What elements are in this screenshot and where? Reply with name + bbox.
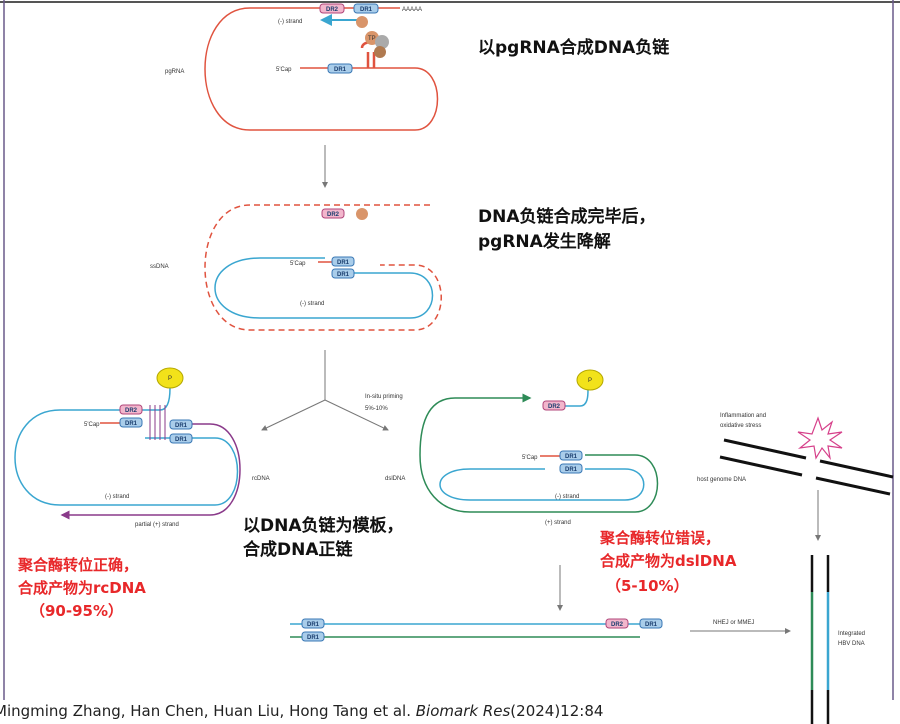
rh-icon [374, 46, 386, 58]
svg-text:(-) strand: (-) strand [555, 494, 579, 500]
frame [0, 0, 900, 700]
svg-text:聚合酶转位正确，: 聚合酶转位正确， [17, 556, 138, 574]
svg-text:rcDNA: rcDNA [252, 476, 270, 482]
svg-text:oxidative stress: oxidative stress [720, 423, 761, 429]
svg-text:（5-10%）: （5-10%） [606, 577, 689, 595]
svg-text:DR1: DR1 [360, 7, 373, 13]
burst-icon [797, 416, 843, 461]
svg-text:合成DNA正链: 合成DNA正链 [243, 539, 353, 560]
pgrna-structure: DR2 DR1 DR1 AAAAA 5'Cap pgRNA (-) strand… [165, 3, 439, 131]
dr2-box [319, 3, 345, 14]
svg-text:TP: TP [368, 36, 376, 42]
svg-text:5'Cap: 5'Cap [522, 455, 538, 461]
host-genome-integration: Inflammation and oxidative stress host g… [697, 413, 894, 724]
svg-text:DNA负链合成完毕后，: DNA负链合成完毕后， [478, 206, 656, 227]
svg-text:合成产物为dslDNA: 合成产物为dslDNA [599, 552, 737, 570]
svg-text:DR1: DR1 [565, 467, 578, 473]
svg-text:DR1: DR1 [175, 437, 188, 443]
svg-text:DR1: DR1 [307, 635, 320, 641]
svg-text:DR2: DR2 [326, 7, 339, 13]
svg-text:DR2: DR2 [548, 404, 561, 410]
svg-text:HBV DNA: HBV DNA [838, 641, 865, 647]
svg-text:partial (+) strand: partial (+) strand [135, 522, 179, 528]
rcdna-structure: DR2 DR1 DR1 DR1 P 5'Cap (-) strand parti… [14, 367, 270, 528]
svg-text:pgRNA发生降解: pgRNA发生降解 [478, 231, 611, 252]
svg-text:以DNA负链为模板，: 以DNA负链为模板， [243, 515, 404, 536]
svg-text:5%-10%: 5%-10% [365, 406, 388, 412]
polymerase-icon [375, 35, 389, 49]
citation: Mingming Zhang, Han Chen, Huan Liu, Hong… [0, 702, 603, 720]
svg-text:P: P [168, 376, 172, 382]
svg-text:DR1: DR1 [337, 260, 350, 266]
svg-text:5'Cap: 5'Cap [84, 422, 100, 428]
tp-protein [356, 16, 368, 28]
svg-text:(-) strand: (-) strand [278, 19, 302, 25]
svg-text:DR1: DR1 [175, 423, 188, 429]
dr1-box [327, 63, 353, 74]
svg-text:DR1: DR1 [337, 272, 350, 278]
svg-text:聚合酶转位错误，: 聚合酶转位错误， [599, 529, 720, 547]
svg-text:host genome DNA: host genome DNA [697, 477, 746, 483]
svg-text:DR1: DR1 [307, 622, 320, 628]
ssdna-structure: DR1 DR1 DR2 5'Cap ssDNA (-) strand [150, 204, 442, 331]
branch-arrows: In-situ priming 5%-10% [261, 350, 403, 431]
svg-text:pgRNA: pgRNA [165, 69, 184, 75]
svg-text:(+) strand: (+) strand [545, 520, 571, 526]
dr1-box [353, 3, 379, 14]
svg-text:DR2: DR2 [611, 622, 624, 628]
svg-text:DR1: DR1 [334, 67, 347, 73]
svg-text:合成产物为rcDNA: 合成产物为rcDNA [17, 579, 146, 597]
svg-text:ssDNA: ssDNA [150, 264, 169, 270]
svg-text:Inflammation and: Inflammation and [720, 413, 766, 419]
svg-text:(-) strand: (-) strand [300, 301, 324, 307]
svg-text:In-situ priming: In-situ priming [365, 394, 403, 400]
svg-text:(-) strand: (-) strand [105, 494, 129, 500]
linear-dsldna: DR1 DR1 DR2 DR1 [290, 618, 663, 642]
svg-text:Integrated: Integrated [838, 631, 865, 637]
svg-text:DR1: DR1 [645, 622, 658, 628]
svg-text:dslDNA: dslDNA [385, 476, 405, 482]
svg-text:DR1: DR1 [125, 421, 138, 427]
svg-text:NHEJ or MMEJ: NHEJ or MMEJ [713, 620, 754, 626]
svg-text:DR2: DR2 [327, 212, 340, 218]
svg-text:AAAAA: AAAAA [402, 7, 422, 13]
svg-text:5'Cap: 5'Cap [290, 261, 306, 267]
svg-text:DR1: DR1 [565, 454, 578, 460]
svg-text:以pgRNA合成DNA负链: 以pgRNA合成DNA负链 [478, 37, 670, 58]
svg-text:5'Cap: 5'Cap [276, 67, 292, 73]
dsldna-structure: DR2 DR1 DR1 P 5'Cap (-) strand (+) stran… [385, 369, 659, 526]
svg-text:P: P [588, 378, 592, 384]
svg-text:DR2: DR2 [125, 408, 138, 414]
svg-text:（90-95%）: （90-95%） [30, 602, 123, 620]
